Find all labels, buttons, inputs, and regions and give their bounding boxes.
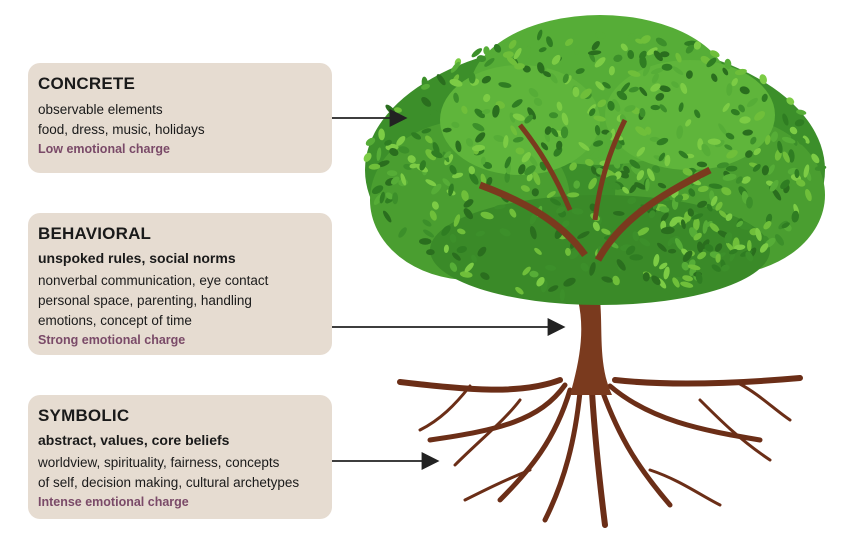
leaf: [426, 249, 435, 255]
behavioral-line-2: personal space, parenting, handling: [38, 291, 322, 311]
leaf: [392, 192, 398, 204]
concrete-charge: Low emotional charge: [38, 142, 322, 156]
concrete-line-1: observable elements: [38, 100, 322, 120]
leaf: [747, 240, 752, 251]
symbolic-card: SYMBOLIC abstract, values, core beliefs …: [28, 395, 332, 519]
behavioral-title: BEHAVIORAL: [38, 224, 322, 244]
behavioral-subtitle: unspoked rules, social norms: [38, 250, 322, 266]
behavioral-line-3: emotions, concept of time: [38, 311, 322, 331]
symbolic-subtitle: abstract, values, core beliefs: [38, 432, 322, 448]
tree-roots: [400, 378, 800, 525]
behavioral-charge: Strong emotional charge: [38, 333, 322, 347]
tree-canopy: [362, 15, 827, 305]
behavioral-line-1: nonverbal communication, eye contact: [38, 271, 322, 291]
symbolic-title: SYMBOLIC: [38, 406, 322, 426]
concrete-line-2: food, dress, music, holidays: [38, 120, 322, 140]
symbolic-line-1: worldview, spirituality, fairness, conce…: [38, 453, 322, 473]
behavioral-card: BEHAVIORAL unspoked rules, social norms …: [28, 213, 332, 355]
concrete-card: CONCRETE observable elements food, dress…: [28, 63, 332, 173]
leaf: [419, 238, 431, 245]
leaf: [629, 254, 643, 260]
symbolic-charge: Intense emotional charge: [38, 495, 322, 509]
symbolic-line-2: of self, decision making, cultural arche…: [38, 473, 322, 493]
concrete-title: CONCRETE: [38, 74, 322, 94]
